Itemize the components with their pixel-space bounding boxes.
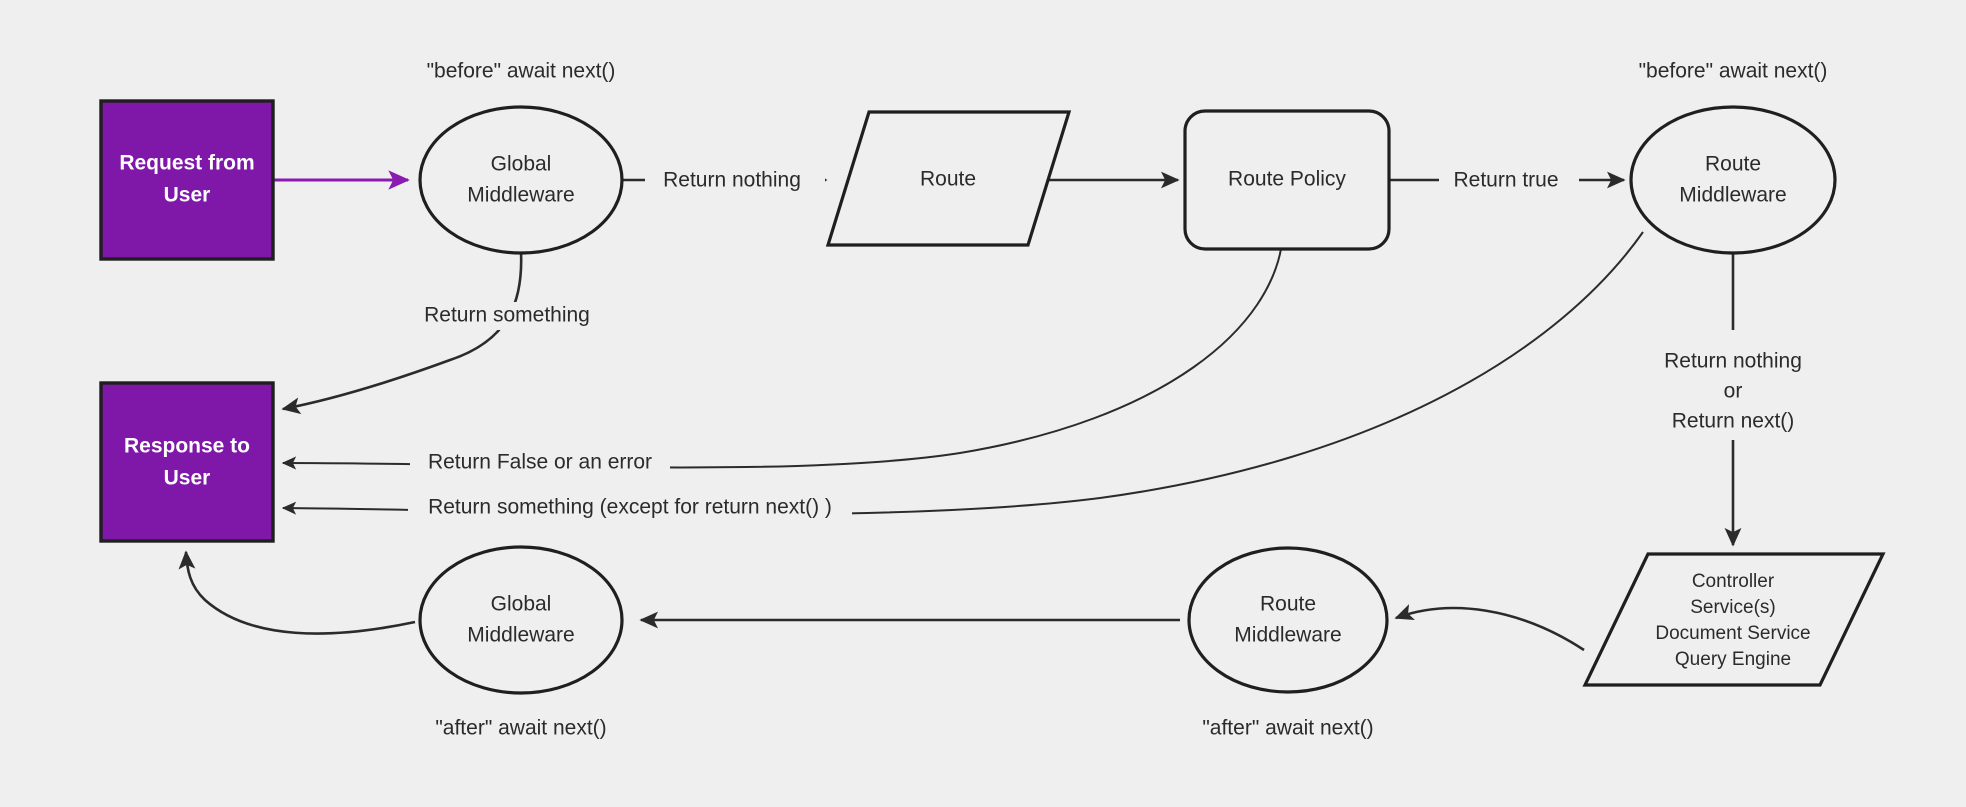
- edge-label-text: Return nothing: [663, 169, 801, 192]
- node-label-line2: User: [164, 184, 211, 207]
- node-global-middleware-top[interactable]: Global Middleware: [418, 105, 624, 255]
- node-label-line4: Query Engine: [1675, 649, 1791, 670]
- node-label-line3: Document Service: [1655, 623, 1810, 644]
- annotation-before-global-middleware: "before" await next(): [427, 60, 616, 83]
- node-label-line1: Global: [491, 153, 552, 176]
- edge-label-text: Return False or an error: [428, 451, 652, 474]
- edge-label-text: Return something: [424, 304, 590, 327]
- edge-label-text-line2: or: [1724, 380, 1743, 403]
- node-label-line2: User: [164, 467, 211, 490]
- node-controller-services[interactable]: Controller Service(s) Document Service Q…: [1582, 552, 1886, 687]
- edge-label-text: Return true: [1453, 169, 1558, 192]
- node-label-line1: Global: [491, 593, 552, 616]
- edge-label-return-something-except-next: Return something (except for return next…: [408, 494, 852, 522]
- node-route-middleware-bottom[interactable]: Route Middleware: [1187, 546, 1389, 694]
- edge-global-middleware-bottom-to-response: [178, 550, 416, 635]
- edge-label-return-nothing-or-next: Return nothing or Return next(): [1645, 340, 1823, 440]
- node-global-middleware-bottom[interactable]: Global Middleware: [418, 545, 624, 695]
- node-route[interactable]: Route: [825, 110, 1072, 247]
- node-label-line2: Service(s): [1690, 597, 1776, 618]
- node-response-to-user[interactable]: Response to User: [99, 381, 275, 543]
- edge-label-return-true: Return true: [1439, 167, 1579, 194]
- node-route-policy[interactable]: Route Policy: [1183, 109, 1391, 251]
- edge-global-middleware-to-response: [281, 251, 523, 415]
- node-label-line1: Controller: [1692, 571, 1775, 592]
- node-label-line1: Route: [1260, 593, 1316, 616]
- node-label: Route: [920, 168, 976, 191]
- node-label-line2: Middleware: [467, 624, 574, 647]
- edge-route-policy-to-response: [281, 234, 1284, 470]
- annotation-before-route-middleware: "before" await next(): [1639, 60, 1828, 83]
- annotation-after-route-middleware: "after" await next(): [1202, 717, 1373, 740]
- edge-label-return-false-or-error: Return False or an error: [410, 449, 670, 477]
- node-label: Route Policy: [1228, 168, 1346, 191]
- edge-label-text: Return something (except for return next…: [428, 496, 832, 519]
- annotation-after-global-middleware: "after" await next(): [435, 717, 606, 740]
- edge-controller-to-route-middleware-bottom: [1394, 604, 1585, 652]
- node-label-line2: Middleware: [467, 184, 574, 207]
- node-label-line2: Middleware: [1234, 624, 1341, 647]
- node-label-line1: Response to: [124, 435, 250, 458]
- node-label-line1: Request from: [119, 152, 254, 175]
- edge-label-text-line3: Return next(): [1672, 410, 1795, 433]
- node-request-from-user[interactable]: Request from User: [99, 99, 275, 261]
- edge-label-return-nothing: Return nothing: [645, 167, 825, 194]
- node-label-line2: Middleware: [1679, 184, 1786, 207]
- node-route-middleware-top[interactable]: Route Middleware: [1629, 105, 1837, 255]
- edge-label-text-line1: Return nothing: [1664, 350, 1802, 373]
- node-label-line1: Route: [1705, 153, 1761, 176]
- edge-label-return-something-global: Return something: [406, 302, 592, 330]
